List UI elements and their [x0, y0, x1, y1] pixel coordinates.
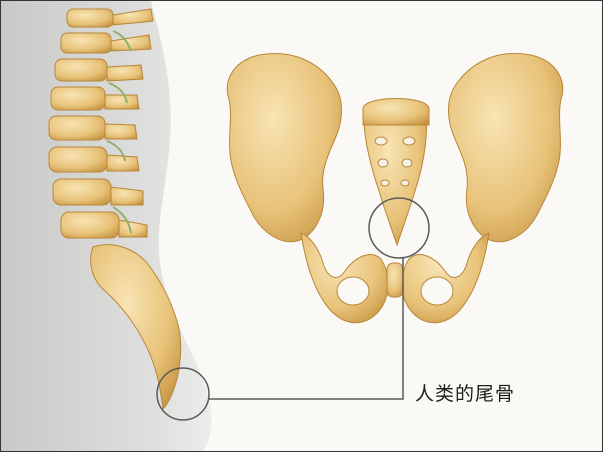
- pelvis: [227, 53, 562, 322]
- tailbone-caption: 人类的尾骨: [415, 379, 515, 406]
